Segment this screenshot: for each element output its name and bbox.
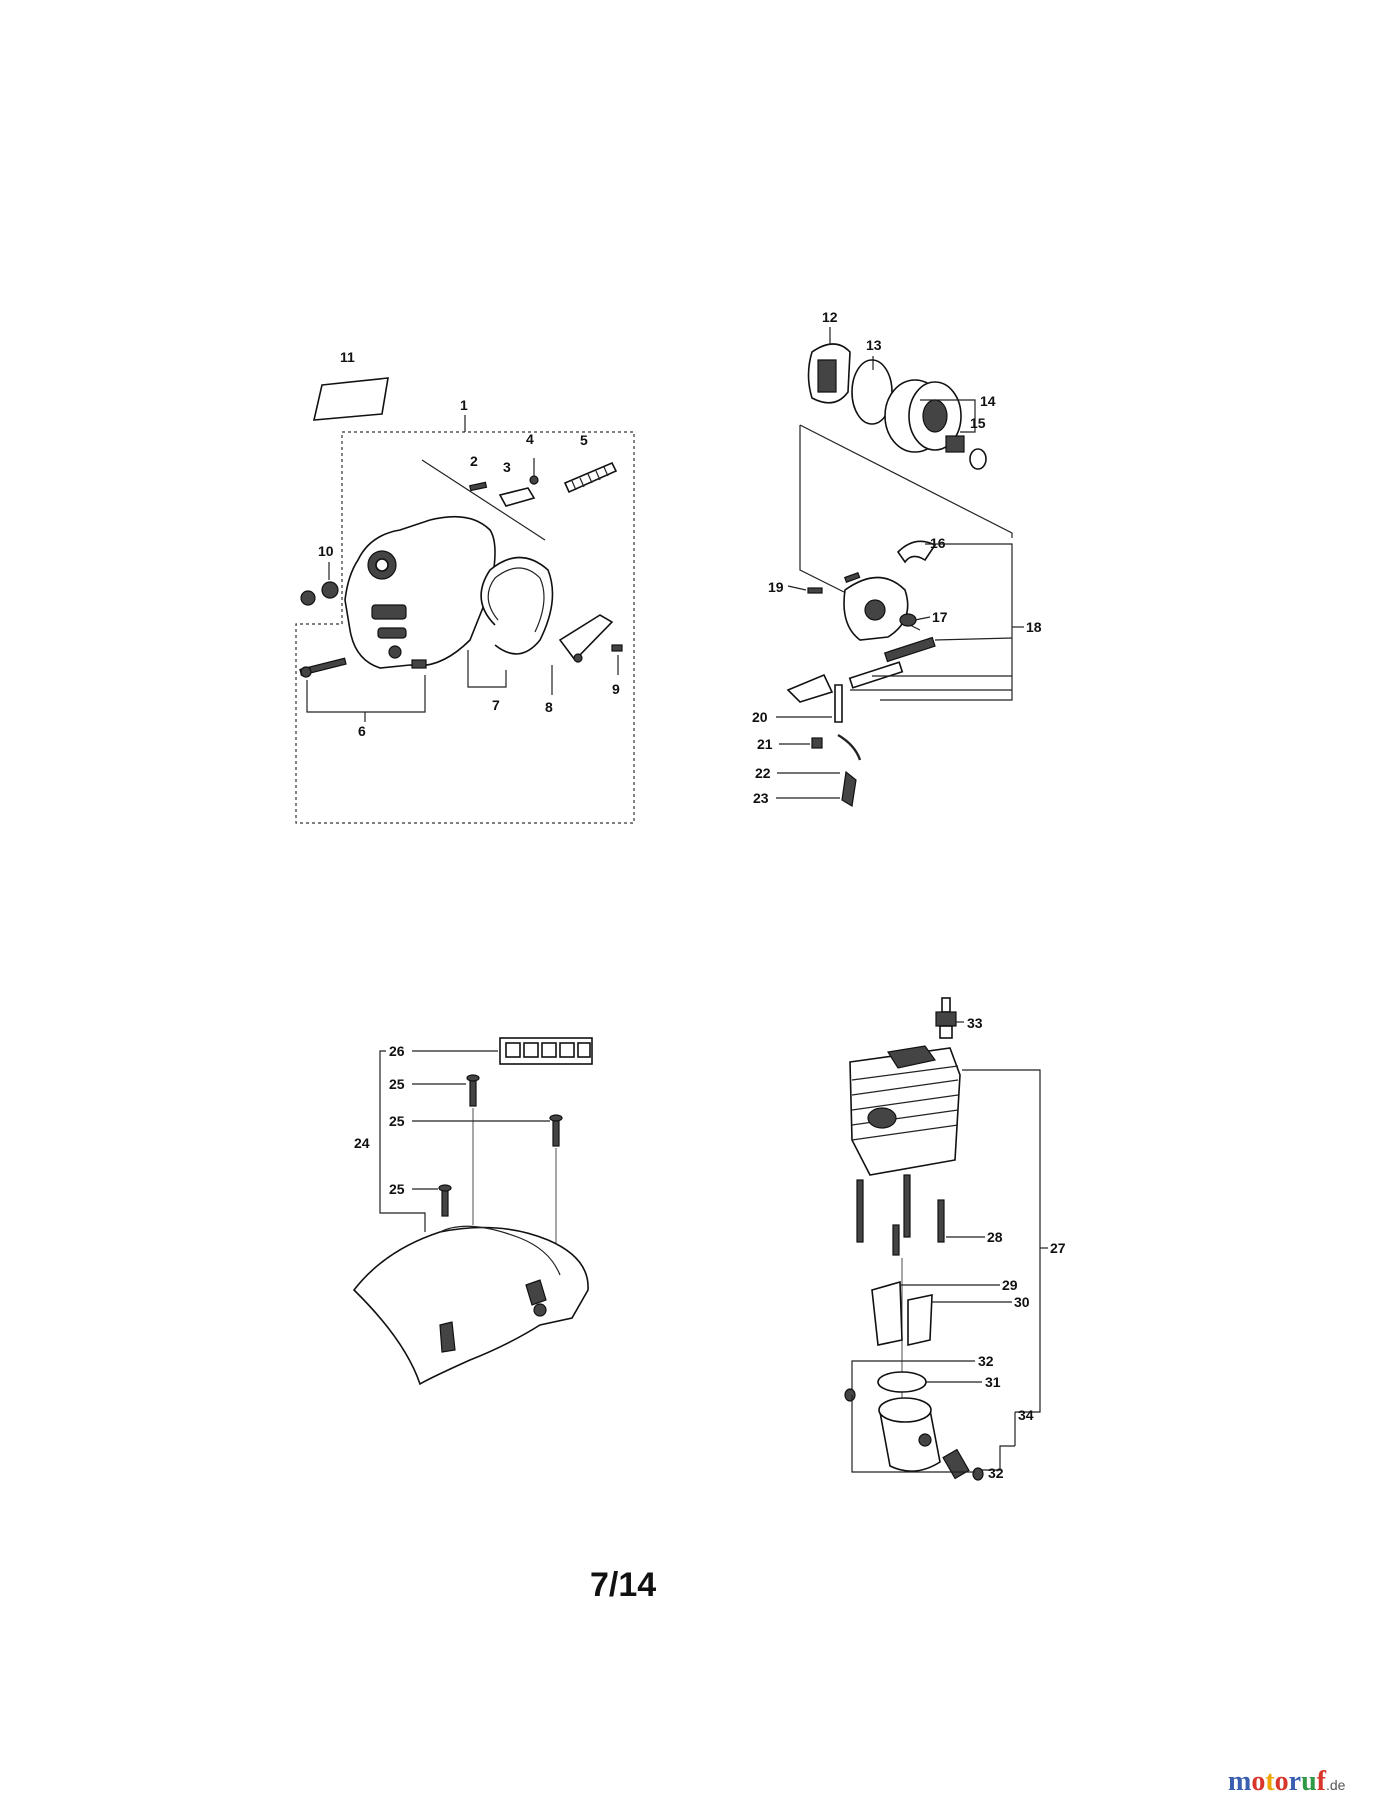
callout-25c: 25 [389, 1181, 405, 1197]
brand-letter: f [1316, 1766, 1326, 1797]
callout-34: 34 [1018, 1407, 1034, 1423]
brand-logo[interactable]: motoruf.de [1228, 1766, 1345, 1798]
brand-tld: .de [1326, 1777, 1346, 1793]
brand-letter: o [1251, 1766, 1266, 1797]
callout-2: 2 [470, 453, 478, 469]
callout-33: 33 [967, 1015, 983, 1031]
callout-13: 13 [866, 337, 882, 353]
piston-ring-part [877, 1371, 927, 1393]
callout-26: 26 [389, 1043, 405, 1059]
clutch-oil-pump-assembly: 12 13 14 15 16 19 17 18 [752, 309, 1042, 807]
callout-6: 6 [358, 723, 366, 739]
cylinder-cover-assembly: 26 25 25 25 24 [352, 1037, 593, 1386]
callout-9: 9 [612, 681, 620, 697]
cylinder-part [849, 1045, 961, 1176]
callout-14: 14 [980, 393, 996, 409]
callout-22: 22 [755, 765, 771, 781]
callout-11: 11 [340, 349, 355, 365]
callout-10: 10 [318, 543, 334, 559]
callout-23: 23 [753, 790, 769, 806]
callout-7: 7 [492, 697, 500, 713]
callout-25b: 25 [389, 1113, 405, 1129]
brand-letter: t [1265, 1766, 1275, 1797]
callout-21: 21 [757, 736, 773, 752]
kit-boundary [295, 431, 635, 824]
brand-letter: r [1288, 1766, 1302, 1797]
callout-8: 8 [545, 699, 553, 715]
brand-letter: o [1274, 1766, 1289, 1797]
cylinder-piston-assembly: 33 27 28 29 30 32 31 [844, 997, 1066, 1481]
callout-15: 15 [970, 415, 986, 431]
piston-part [878, 1397, 941, 1472]
callout-24: 24 [354, 1135, 370, 1151]
callout-20: 20 [752, 709, 768, 725]
spring-part [563, 461, 618, 494]
clutch-cover-part [344, 515, 496, 669]
decal-part [312, 377, 389, 421]
callout-25a: 25 [389, 1076, 405, 1092]
callout-29: 29 [1002, 1277, 1018, 1293]
chain-brake-assembly: 11 1 2 3 4 5 7 8 [295, 349, 635, 824]
callout-19: 19 [768, 579, 784, 595]
callout-30: 30 [1014, 1294, 1030, 1310]
clutch-drum-part [884, 379, 962, 453]
callout-18: 18 [1026, 619, 1042, 635]
callout-28: 28 [987, 1229, 1003, 1245]
callout-32b: 32 [988, 1465, 1004, 1481]
brand-letter: m [1228, 1766, 1252, 1797]
label-decal-part [499, 1037, 593, 1065]
callout-16: 16 [930, 535, 946, 551]
callout-5: 5 [580, 432, 588, 448]
callout-32a: 32 [978, 1353, 994, 1369]
callout-17: 17 [932, 609, 948, 625]
callout-31: 31 [985, 1374, 1001, 1390]
callout-12: 12 [822, 309, 838, 325]
cylinder-cover-part [352, 1226, 589, 1386]
callout-4: 4 [526, 431, 534, 447]
brake-band-part [480, 556, 554, 655]
page-number: 7/14 [590, 1566, 657, 1604]
brand-letter: u [1301, 1766, 1317, 1797]
callout-1: 1 [460, 397, 468, 413]
spark-plug-part [935, 997, 957, 1039]
oil-pump-part [843, 576, 909, 641]
callout-3: 3 [503, 459, 511, 475]
callout-27: 27 [1050, 1240, 1066, 1256]
